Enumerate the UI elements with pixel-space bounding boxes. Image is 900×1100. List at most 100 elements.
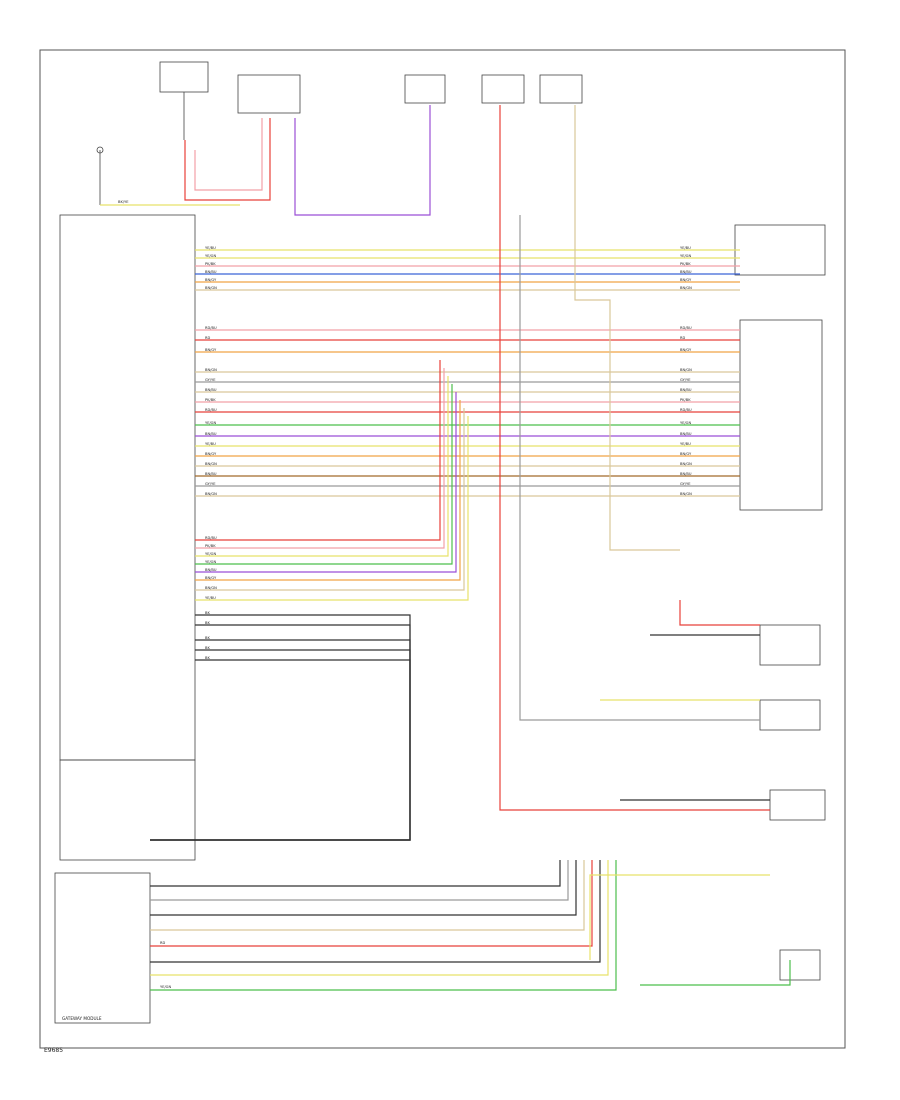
- right-module-top: [734, 224, 826, 276]
- bus-tag-r-19: BN/BU: [680, 472, 692, 476]
- shield-wire-0: [150, 614, 411, 841]
- bottom-tag-gn: YE/GN: [160, 985, 171, 989]
- bus-tag-9: BN/GN: [205, 368, 217, 372]
- lower-tag-7: YE/BU: [205, 596, 216, 600]
- red-trunk: [499, 105, 770, 811]
- right-module-d: [769, 789, 826, 821]
- bus-tag-11: BN/BU: [205, 388, 217, 392]
- bottom-green-return: [640, 960, 791, 986]
- bus-tag-14: YE/GN: [205, 421, 216, 425]
- bottom-tag-rd: RD: [160, 941, 165, 945]
- bus-tag-r-12: PK/BK: [680, 398, 691, 402]
- bus-tag-r-2: PK/BK: [680, 262, 691, 266]
- wires: [100, 105, 791, 991]
- bus-tag-3: BN/BU: [205, 270, 217, 274]
- bus-tag-r-20: GY/YE: [680, 482, 691, 486]
- bus-tag-r-7: RD: [680, 336, 685, 340]
- right-module-b: [759, 624, 821, 666]
- bus-tag-r-17: BN/GY: [680, 452, 692, 456]
- feed-pink: [194, 118, 263, 191]
- bottom-wire-2: [150, 860, 577, 916]
- bottom-left-switch-box: [54, 872, 151, 1024]
- lower-tag-5: BN/GY: [205, 576, 217, 580]
- lower-tag-0: RD/BU: [205, 536, 217, 540]
- bus-tag-r-16: YE/BU: [680, 442, 691, 446]
- bus-tag-0: YE/BU: [205, 246, 216, 250]
- shield-tag-4: BK: [205, 656, 210, 660]
- lower-tag-6: BN/GN: [205, 586, 217, 590]
- bus-tag-21: BN/GN: [205, 492, 217, 496]
- bottom-wire-3: [150, 860, 585, 931]
- bottom-wire-5: [150, 860, 601, 963]
- lower-tag-1: PK/BK: [205, 544, 216, 548]
- bus-tag-5: BN/GN: [205, 286, 217, 290]
- bottom-yellow-return: [589, 874, 770, 960]
- bus-tag-r-15: BN/BU: [680, 432, 692, 436]
- top-connector: [237, 74, 301, 114]
- shield-wire-1: [150, 624, 411, 841]
- main-module-lower: [59, 759, 196, 861]
- main-module: [59, 214, 196, 761]
- shield-tag-1: BK: [205, 621, 210, 625]
- tan-trunk: [574, 105, 680, 551]
- gray-trunk: [519, 215, 760, 721]
- bus-tag-r-3: BN/BU: [680, 270, 692, 274]
- lower-wire-0: [195, 360, 441, 541]
- main-module-label: GATEWAY MODULE: [62, 1016, 102, 1021]
- feed-tag: BK/YE: [118, 200, 129, 204]
- bus-tag-20: GY/YE: [205, 482, 216, 486]
- diagram-frame: [39, 49, 846, 1049]
- bus-tag-r-10: GY/YE: [680, 378, 691, 382]
- bus-tag-8: BN/GY: [205, 348, 217, 352]
- bus-tag-18: BN/GN: [205, 462, 217, 466]
- lower-wire-6: [195, 408, 465, 591]
- shield-wire-4: [150, 659, 411, 841]
- footer-code: E9685: [44, 1047, 63, 1054]
- bus-tag-2: PK/BK: [205, 262, 216, 266]
- lower-tag-3: YE/GN: [205, 560, 216, 564]
- lower-wire-1: [195, 368, 445, 549]
- bus-tag-1: YE/GN: [205, 254, 216, 258]
- bus-tag-r-11: BN/BU: [680, 388, 692, 392]
- feed-red: [184, 118, 271, 201]
- bus-tag-r-6: RD/BU: [680, 326, 692, 330]
- shield-wire-3: [150, 649, 411, 841]
- right-module-e: [779, 949, 821, 981]
- bottom-wire-1: [150, 860, 569, 901]
- bus-tag-4: BN/GY: [205, 278, 217, 282]
- bus-tag-r-18: BN/GN: [680, 462, 692, 466]
- feed-purple: [294, 105, 431, 216]
- bottom-wire-4: [150, 860, 593, 947]
- bus-tag-r-13: RD/BU: [680, 408, 692, 412]
- bus-tag-r-9: BN/GN: [680, 368, 692, 372]
- top-right-fuse-b: [481, 74, 583, 104]
- lower-wire-7: [195, 416, 469, 601]
- left-ground-switch: [96, 146, 104, 205]
- bus-tag-12: PK/BK: [205, 398, 216, 402]
- top-left-fuse: [159, 61, 209, 140]
- bus-tag-r-21: BN/GN: [680, 492, 692, 496]
- bus-tag-19: BN/BU: [205, 472, 217, 476]
- shield-wire-2: [150, 639, 411, 841]
- bus-tag-15: BN/BU: [205, 432, 217, 436]
- bus-tag-r-1: YE/GN: [680, 254, 691, 258]
- bottom-wire-7: [150, 860, 617, 991]
- lower-wire-2: [195, 376, 449, 557]
- bus-tag-17: BN/GY: [205, 452, 217, 456]
- bus-tag-r-8: BN/GY: [680, 348, 692, 352]
- lower-wire-3: [195, 384, 453, 565]
- top-right-fuse-a: [404, 74, 446, 104]
- lower-wire-5: [195, 400, 461, 581]
- right-module-c: [759, 699, 821, 731]
- bus-tag-r-4: BN/GY: [680, 278, 692, 282]
- bus-tag-r-5: BN/GN: [680, 286, 692, 290]
- shield-tag-3: BK: [205, 646, 210, 650]
- shield-tag-2: BK: [205, 636, 210, 640]
- lower-wire-4: [195, 392, 457, 573]
- branch-red-a: [679, 600, 760, 626]
- shield-tag-0: BK: [205, 611, 210, 615]
- bus-tag-7: RD: [205, 336, 210, 340]
- bus-tag-16: YE/BU: [205, 442, 216, 446]
- bottom-wire-0: [150, 860, 561, 887]
